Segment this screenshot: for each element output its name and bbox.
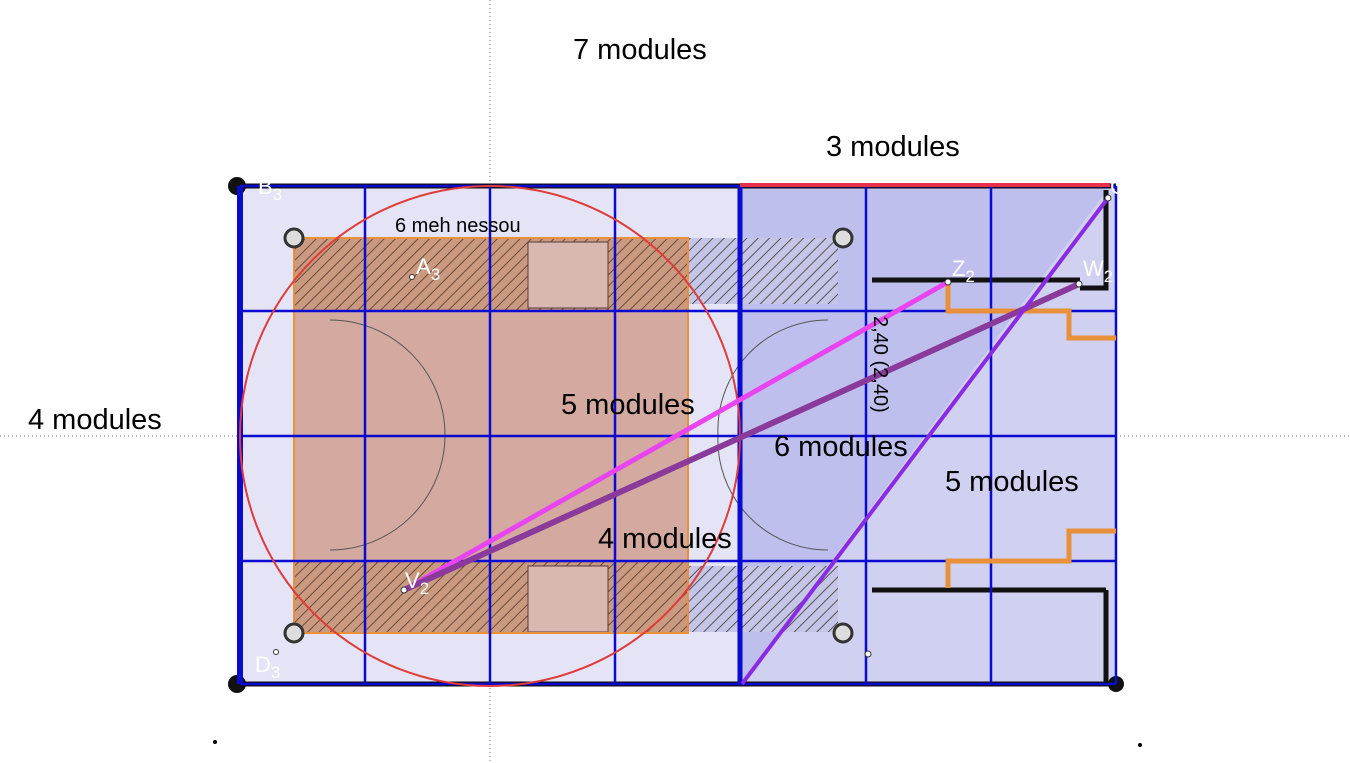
- column-icon: [285, 229, 303, 247]
- label-center: 5 modules: [561, 389, 695, 421]
- label-bottom-center: 4 modules: [598, 523, 732, 555]
- column-icon: [834, 624, 852, 642]
- wall-bottom-right: [688, 566, 838, 632]
- label-diagonal: 6 modules: [774, 431, 908, 463]
- room-name: 6 meh nessou: [395, 215, 521, 237]
- column-icon: [834, 229, 852, 247]
- point-c: C: [1110, 174, 1126, 199]
- dot: [213, 740, 217, 744]
- label-right: 5 modules: [945, 466, 1079, 498]
- dot: [1138, 743, 1142, 747]
- dimension-label: 2,40 (2,40): [869, 316, 891, 413]
- stairs-top: [528, 242, 608, 308]
- label-top-right: 3 modules: [826, 131, 960, 163]
- wall-top-right: [688, 238, 838, 304]
- column-icon: [285, 624, 303, 642]
- label-left: 4 modules: [28, 404, 162, 436]
- stairs-bottom: [528, 566, 608, 632]
- label-top: 7 modules: [573, 34, 707, 66]
